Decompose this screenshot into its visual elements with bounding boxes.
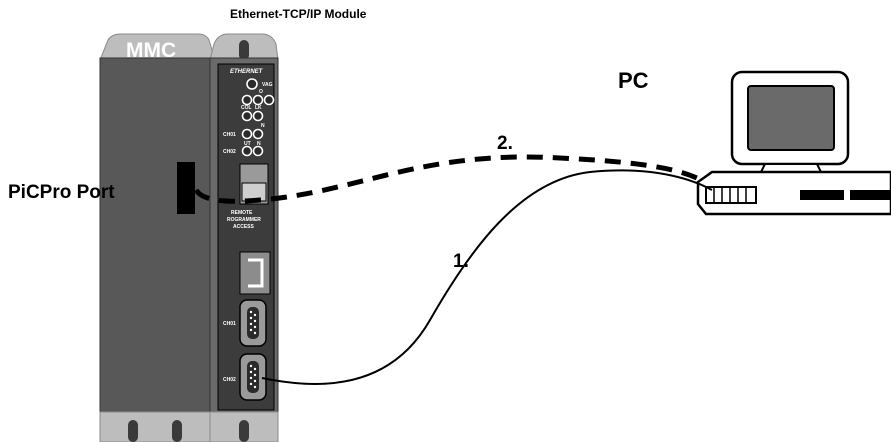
ch01-serial-port	[239, 299, 267, 347]
pc-computer	[696, 70, 891, 216]
led-label-ut: UT	[244, 141, 251, 147]
module-header: ETHERNET	[230, 69, 264, 75]
port-label-ch02: CH02	[223, 377, 236, 383]
led-label-o: O	[259, 89, 263, 95]
status-leds	[241, 78, 275, 157]
remote-programmer-port	[239, 163, 269, 205]
led-label-ch2: CH02	[223, 149, 236, 155]
mmc-chassis	[99, 33, 216, 442]
ethernet-port	[239, 251, 271, 295]
remote-access-line-1: REMOTE	[231, 210, 253, 216]
led-label-lk: LK	[255, 105, 262, 111]
led-label-ch1: CH01	[223, 132, 236, 138]
pc-label: PC	[618, 68, 649, 93]
cable-1-serial	[261, 169, 713, 385]
remote-access-line-2: ROGRAMMER	[227, 217, 261, 223]
led-label-n2: N	[257, 141, 261, 147]
callout-2: 2.	[497, 133, 513, 154]
ethernet-module: ETHERNET VAG O COL LK N CH01 CH02 UT N	[209, 33, 279, 442]
ch02-serial-port	[239, 353, 267, 401]
picpro-port	[177, 162, 195, 214]
picpro-port-label: PiCPro Port	[8, 182, 115, 203]
mmc-label: MMC	[126, 39, 176, 62]
cable-2-ethernet	[193, 154, 707, 204]
module-title: Ethernet-TCP/IP Module	[230, 7, 367, 21]
led-label-col: COL	[241, 105, 252, 111]
led-label-n: N	[261, 123, 265, 129]
port-label-ch01: CH01	[223, 321, 236, 327]
remote-access-line-3: ACCESS	[233, 224, 255, 230]
led-label-vag: VAG	[262, 82, 273, 88]
callout-1: 1.	[453, 251, 469, 272]
